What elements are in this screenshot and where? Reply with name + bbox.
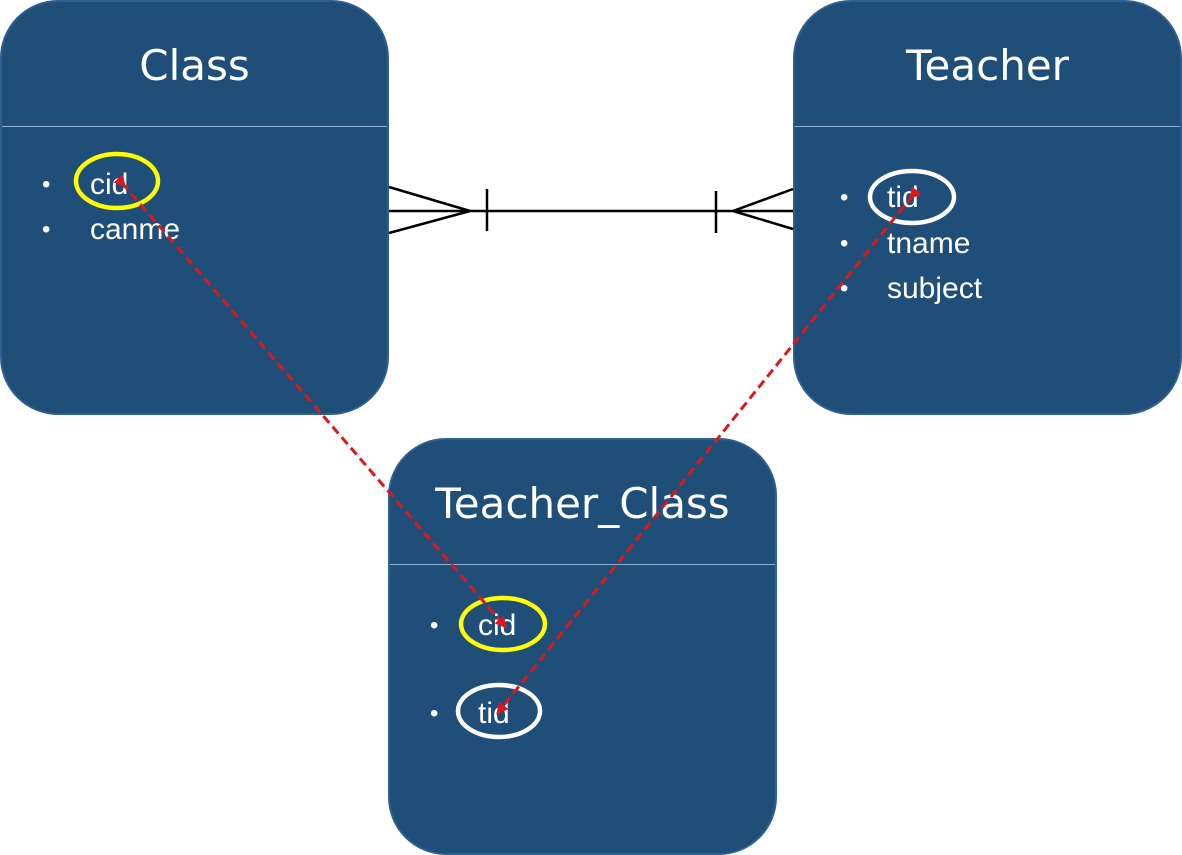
entity-teacher-class: Teacher_Class • cid • tid (388, 438, 777, 855)
attribute-teacher-class-tid: tid (478, 697, 510, 730)
bullet: • (840, 230, 849, 257)
attribute-teacher-class-cid: cid (478, 609, 517, 642)
attribute-teacher-tname: tname (887, 227, 971, 260)
attribute-teacher-subject: subject (887, 272, 983, 305)
entity-teacher-class-title: Teacher_Class (435, 479, 730, 528)
bullet: • (840, 184, 849, 211)
entity-teacher-divider (795, 126, 1180, 127)
bullet: • (430, 612, 439, 639)
relationship-class-teacher (388, 185, 794, 235)
entity-class-divider (2, 126, 387, 127)
crows-foot-teacher-lower (732, 209, 794, 231)
crows-foot-class-lower (388, 209, 471, 235)
entity-class-title: Class (139, 41, 250, 90)
bullet: • (42, 171, 51, 198)
entity-class: Class • cid • canme (0, 0, 389, 415)
attribute-class-cid: cid (90, 168, 129, 201)
bullet: • (840, 275, 849, 302)
entity-teacher-class-divider (390, 564, 775, 565)
attribute-class-canme: canme (90, 213, 181, 246)
entity-teacher: Teacher • tid • tname • subject (793, 0, 1182, 415)
crows-foot-teacher-upper (732, 187, 794, 213)
entity-teacher-title: Teacher (906, 41, 1069, 90)
bullet: • (42, 216, 51, 243)
attribute-teacher-tid: tid (887, 181, 919, 214)
crows-foot-class-upper (388, 185, 471, 213)
bullet: • (430, 700, 439, 727)
